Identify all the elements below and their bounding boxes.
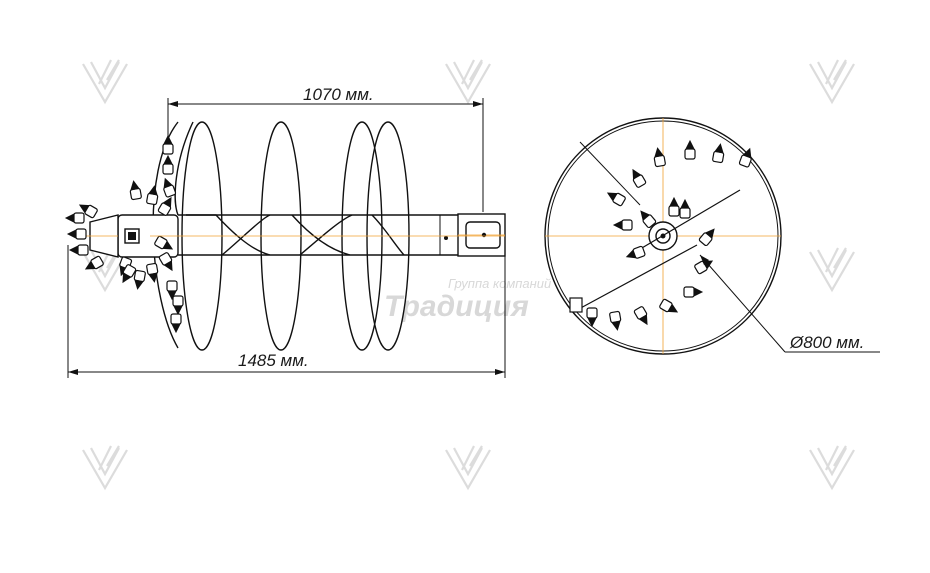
cutting-tooth-icon [129,180,142,201]
end-view-cutting-teeth [569,139,752,331]
cutting-tooth-icon [684,139,696,160]
watermark: Группа компаний Традиция [384,276,551,323]
auger-end-view [544,117,880,355]
cutting-tooth-icon [68,244,89,256]
cutting-tooth-icon [712,143,725,164]
cutting-tooth-icon [659,298,679,313]
cutting-tooth-icon [172,295,184,316]
cutting-tooth-icon [162,134,174,155]
end-view-blade-upper [629,189,741,256]
cutting-tooth-icon [157,196,172,216]
cutting-tooth-icon [586,307,598,328]
watermark-logo-icon [809,445,855,491]
cutting-tooth-icon [606,192,626,207]
cutting-tooth-icon [166,280,178,301]
cutting-tooth-icon [738,147,752,168]
cutting-tooth-icon [163,177,177,198]
end-view-blade-lower [576,244,698,311]
cutting-tooth-icon [122,264,137,284]
cutting-tooth-icon [146,262,159,283]
cutting-tooth-icon [698,228,715,247]
watermark-logo-icon [809,59,855,105]
end-view-ring-block [569,297,583,313]
auger-cutting-teeth [64,134,184,334]
watermark-logo-icon [445,59,491,105]
cutting-tooth-icon [668,196,680,217]
cutting-tooth-icon [609,310,622,331]
cutting-tooth-icon [133,269,146,290]
cutting-tooth-icon [146,185,159,206]
watermark-logos [82,59,855,491]
dimension-diameter-label: Ø800 мм. [789,333,864,352]
cutting-tooth-icon [64,212,85,224]
end-view-hub-core [655,228,671,244]
cutting-tooth-icon [170,313,182,334]
cutting-tooth-icon [683,286,704,298]
cutting-tooth-icon [66,228,87,240]
cutting-tooth-icon [679,198,691,219]
cutting-tooth-icon [612,219,633,231]
cutting-tooth-icon [154,235,174,250]
cutting-tooth-icon [633,306,648,326]
dimension-diameter [699,254,880,353]
watermark-logo-icon [445,445,491,491]
cutting-tooth-icon [640,210,657,229]
cutting-tooth-icon [84,255,104,270]
cutting-tooth-icon [653,147,666,168]
watermark-company-label: Группа компаний [448,276,551,291]
watermark-logo-icon [82,445,128,491]
auger-shaft [178,213,506,257]
dimension-total-length-label: 1485 мм. [238,351,309,370]
cutting-tooth-icon [162,154,174,175]
cutting-tooth-icon [78,204,98,219]
end-view-diagonal [579,141,641,206]
watermark-logo-icon [82,59,128,105]
cutting-tooth-icon [158,252,173,272]
dimension-auger-length [167,98,484,212]
dimension-auger-length-label: 1070 мм. [303,85,374,104]
auger-side-view: 1070 мм. 1485 мм. [64,85,506,378]
cutting-tooth-icon [625,245,646,259]
cutting-tooth-icon [632,168,647,188]
watermark-logo-icon [809,247,855,293]
dimension-total-length [67,245,506,378]
